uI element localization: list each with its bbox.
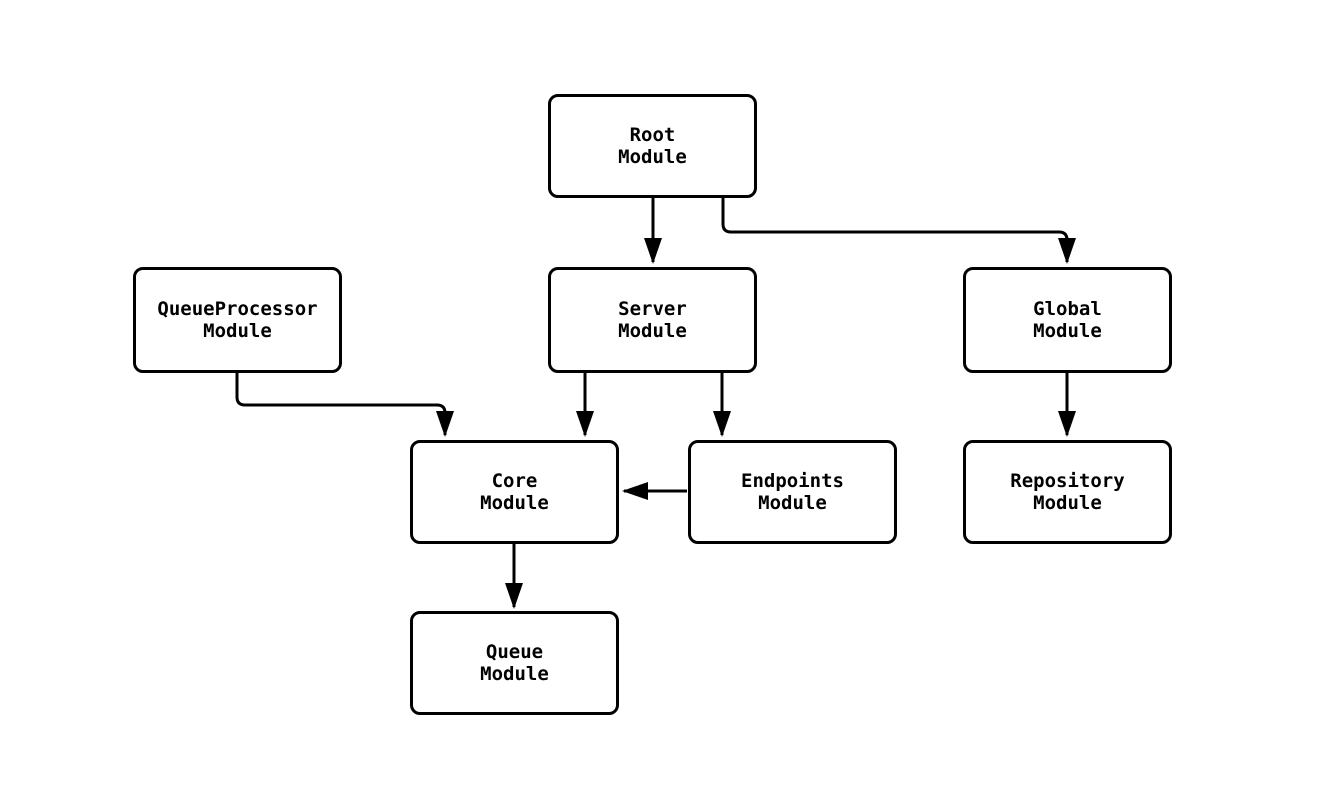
edge-queueprocessor-to-core (235, 373, 454, 437)
node-label-line: Module (203, 320, 272, 342)
node-label-line: Global (1033, 298, 1102, 320)
node-label-line: Module (480, 492, 549, 514)
node-label-line: Endpoints (741, 470, 844, 492)
node-label-line: Server (618, 298, 687, 320)
node-label-line: Module (618, 146, 687, 168)
node-label-line: Module (758, 492, 827, 514)
node-root-module: Root Module (548, 94, 757, 198)
node-queue-module: Queue Module (410, 611, 619, 715)
node-label-line: Queue (485, 641, 544, 663)
node-queueprocessor-module: QueueProcessor Module (133, 267, 342, 373)
node-server-module: Server Module (548, 267, 757, 373)
node-label-line: QueueProcessor (157, 298, 318, 320)
node-label-line: Core (491, 470, 538, 492)
node-label-line: Module (1033, 492, 1102, 514)
edge-root-to-global (721, 198, 1076, 264)
node-label-line: Module (1033, 320, 1102, 342)
node-label-line: Module (618, 320, 687, 342)
node-label-line: Module (480, 663, 549, 685)
node-core-module: Core Module (410, 440, 619, 544)
node-label-line: Root (629, 124, 676, 146)
node-repository-module: Repository Module (963, 440, 1172, 544)
node-label-line: Repository (1010, 470, 1125, 492)
node-endpoints-module: Endpoints Module (688, 440, 897, 544)
node-global-module: Global Module (963, 267, 1172, 373)
